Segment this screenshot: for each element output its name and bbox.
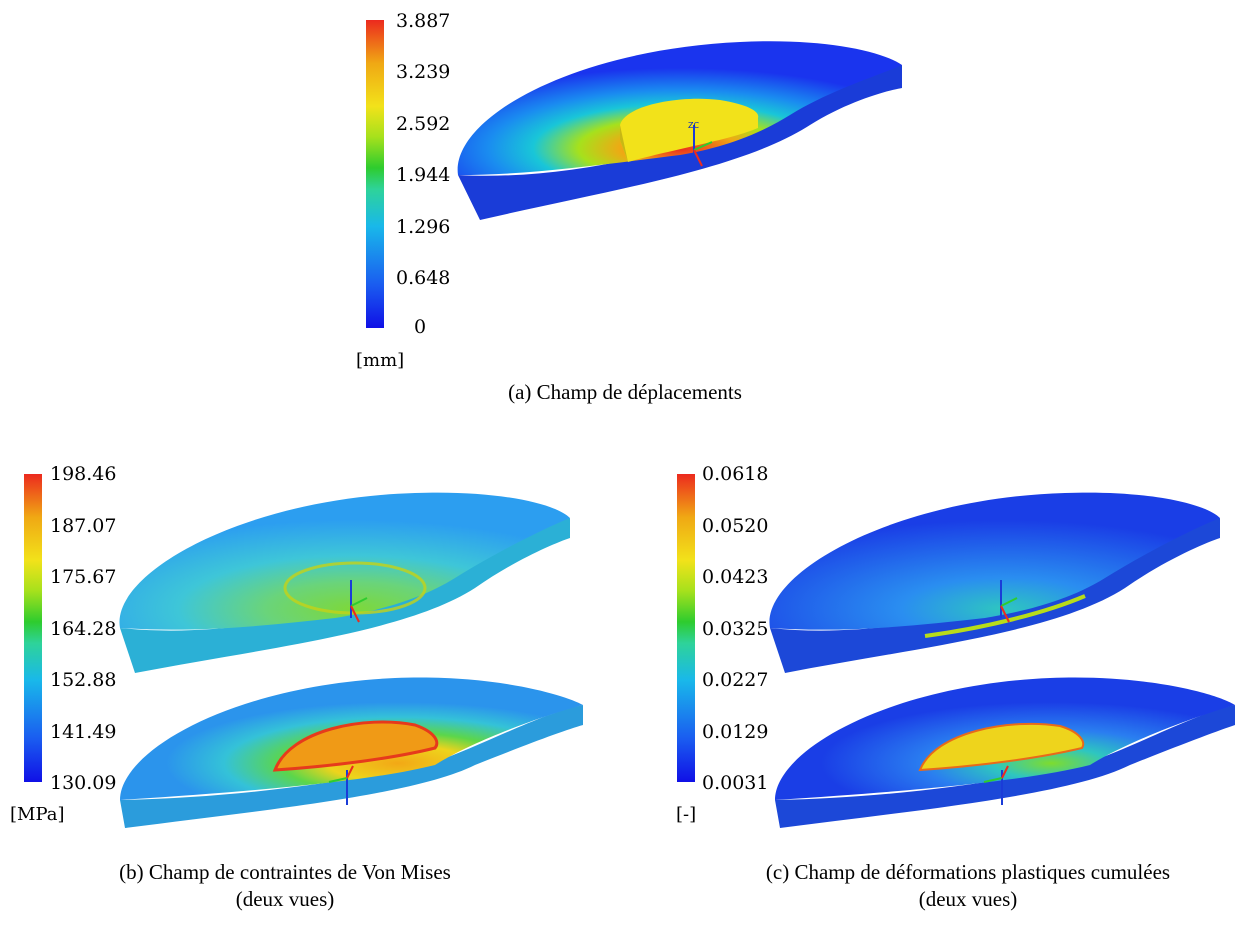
tick-label: 141.49 <box>50 721 117 743</box>
tick-label: 1.296 <box>396 216 451 238</box>
tick-label: 152.88 <box>50 669 117 691</box>
tick-label: 1.944 <box>396 164 451 186</box>
caption-b-line1: (b) Champ de contraintes de Von Mises <box>119 860 451 884</box>
tick-label: 3.239 <box>396 61 451 83</box>
caption-c-line2: (deux vues) <box>918 887 1018 911</box>
tick-label: 0.0325 <box>702 618 769 640</box>
tick-label: 187.07 <box>50 515 117 537</box>
tick-label: 198.46 <box>50 463 117 485</box>
plastic-strain-render-bottom <box>775 677 1235 828</box>
unit-label: [MPa] <box>10 804 65 825</box>
caption-a: (a) Champ de déplacements <box>508 380 742 404</box>
tick-label: 0.0618 <box>702 463 769 485</box>
colorbar-plastic-strain <box>677 474 695 782</box>
tick-label: 3.887 <box>396 10 451 32</box>
tick-label: 0.0031 <box>702 772 769 794</box>
tick-label: 164.28 <box>50 618 117 640</box>
displacement-field-render: ZC <box>457 41 902 220</box>
tick-label: 0 <box>414 316 427 338</box>
unit-label: [-] <box>676 804 697 825</box>
von-mises-render-top <box>119 492 571 673</box>
tick-label: 0.648 <box>396 267 451 289</box>
caption-c-line1: (c) Champ de déformations plastiques cum… <box>765 860 1171 884</box>
plastic-strain-render-top <box>769 492 1220 673</box>
colorbar-displacement <box>366 20 384 328</box>
caption-b-line2: (deux vues) <box>235 887 335 911</box>
tick-label: 0.0227 <box>702 669 769 691</box>
tick-label: 0.0423 <box>702 566 769 588</box>
unit-label: [mm] <box>356 350 405 371</box>
tick-label: 0.0520 <box>702 515 769 537</box>
colorbar-von-mises <box>24 474 42 782</box>
tick-label: 130.09 <box>50 772 117 794</box>
tick-label: 2.592 <box>396 113 451 135</box>
von-mises-render-bottom <box>120 677 583 828</box>
tick-label: 0.0129 <box>702 721 769 743</box>
axis-label-z: ZC <box>688 121 699 130</box>
tick-label: 175.67 <box>50 566 117 588</box>
